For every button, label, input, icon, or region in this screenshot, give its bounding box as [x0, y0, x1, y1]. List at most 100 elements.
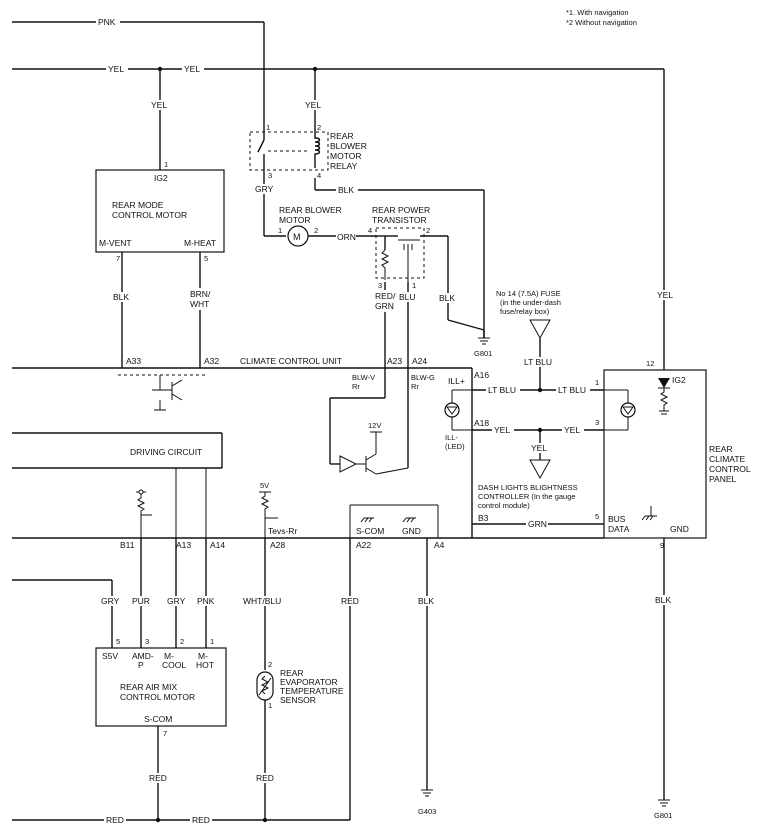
svg-text:REAR: REAR — [330, 131, 354, 141]
svg-text:LT BLU: LT BLU — [558, 385, 586, 395]
svg-text:REAR: REAR — [709, 444, 733, 454]
svg-text:A16: A16 — [474, 370, 489, 380]
wire-yel-top: YEL YEL YEL YEL YEL — [12, 64, 678, 378]
svg-text:BLK: BLK — [418, 596, 434, 606]
svg-text:5: 5 — [204, 254, 208, 263]
wire-red-airmix: RED — [148, 726, 170, 820]
svg-text:M-: M- — [164, 651, 174, 661]
wire-red-scom: RED — [340, 538, 362, 820]
wire-label-orn: ORN — [337, 232, 356, 242]
wire-yel-ill: YEL YEL YEL — [472, 425, 604, 480]
svg-text:DASH LIGHTS BLIGHTNESS: DASH LIGHTS BLIGHTNESS — [478, 483, 578, 492]
svg-text:TEMPERATURE: TEMPERATURE — [280, 686, 344, 696]
svg-text:3: 3 — [378, 281, 382, 290]
svg-text:12: 12 — [646, 359, 654, 368]
svg-text:1: 1 — [278, 226, 282, 235]
wire-pnk-top: PNK — [12, 17, 265, 118]
svg-text:RED: RED — [149, 773, 167, 783]
wire-blk-gnd: BLK G403 — [417, 538, 439, 816]
svg-text:EVAPORATOR: EVAPORATOR — [280, 677, 338, 687]
b11-pullup — [136, 489, 152, 538]
svg-text:No 14 (7.5A) FUSE: No 14 (7.5A) FUSE — [496, 289, 561, 298]
svg-text:3: 3 — [595, 418, 599, 427]
ground-g801-top: G801 — [474, 337, 492, 358]
svg-text:LT BLU: LT BLU — [524, 357, 552, 367]
svg-text:RED: RED — [106, 815, 124, 825]
rear-blower-motor: REAR BLOWER MOTOR M 1 2 ORN — [278, 205, 376, 247]
svg-text:CLIMATE CONTROL UNIT: CLIMATE CONTROL UNIT — [240, 356, 342, 366]
svg-text:TRANSISTOR: TRANSISTOR — [372, 215, 427, 225]
svg-text:A13: A13 — [176, 540, 191, 550]
ill-section: ILL+ ILL- (LED) — [444, 376, 472, 451]
svg-text:DRIVING CIRCUIT: DRIVING CIRCUIT — [130, 447, 202, 457]
svg-text:M-: M- — [198, 651, 208, 661]
svg-text:IG2: IG2 — [154, 173, 168, 183]
wire-brn-wht: BRN/ WHT — [188, 252, 214, 368]
wire-blk-transistor: BLK — [438, 236, 485, 338]
fuse-no14: No 14 (7.5A) FUSE (in the under-dash fus… — [496, 289, 561, 390]
svg-text:control module): control module) — [478, 501, 530, 510]
svg-text:REAR BLOWER: REAR BLOWER — [279, 205, 342, 215]
climate-control-unit: A33 A32 CLIMATE CONTROL UNIT A23 A24 A16… — [12, 356, 604, 539]
svg-text:PUR: PUR — [132, 596, 150, 606]
svg-text:3: 3 — [268, 171, 272, 180]
rear-power-transistor: REAR POWER TRANSISTOR 4 2 3 1 — [368, 205, 448, 290]
rear-mode-control-motor: 1 IG2 REAR MODE CONTROL MOTOR M-VENT M-H… — [95, 160, 225, 263]
dash-lights-controller: DASH LIGHTS BLIGHTNESS CONTROLLER (In th… — [478, 483, 578, 510]
svg-text:REAR MODE: REAR MODE — [112, 200, 164, 210]
svg-text:1: 1 — [268, 701, 272, 710]
unit-blower-drive: BLW-V Rr BLW-G Rr 12V — [329, 373, 435, 475]
wire-blk-panel: BLK G801 — [654, 538, 676, 820]
rear-air-mix-control-motor: 5 3 2 1 S5V AMD- P M- COOL M- HOT REAR A… — [95, 637, 227, 738]
svg-text:1: 1 — [210, 637, 214, 646]
wire-red-sensor: RED — [255, 700, 277, 820]
svg-text:CONTROLLER (In the gauge: CONTROLLER (In the gauge — [478, 492, 576, 501]
svg-text:Rr: Rr — [352, 382, 360, 391]
svg-text:S5V: S5V — [102, 651, 118, 661]
note-1: *1. With navigation — [566, 8, 629, 17]
svg-text:4: 4 — [317, 171, 321, 180]
svg-text:7: 7 — [116, 254, 120, 263]
svg-text:A28: A28 — [270, 540, 285, 550]
svg-text:GRN: GRN — [375, 301, 394, 311]
svg-text:A22: A22 — [356, 540, 371, 550]
svg-text:CLIMATE: CLIMATE — [709, 454, 746, 464]
svg-text:LT BLU: LT BLU — [488, 385, 516, 395]
svg-text:5: 5 — [595, 512, 599, 521]
rear-evaporator-temperature-sensor: 2 1 REAR EVAPORATOR TEMPERATURE SENSOR — [256, 660, 344, 710]
svg-text:BLW-G: BLW-G — [411, 373, 435, 382]
svg-text:GND: GND — [402, 526, 421, 536]
svg-text:B11: B11 — [120, 540, 135, 550]
svg-text:M-VENT: M-VENT — [99, 238, 132, 248]
svg-text:A23: A23 — [387, 356, 402, 366]
svg-text:9: 9 — [660, 541, 664, 550]
svg-text:BLU: BLU — [399, 292, 416, 302]
svg-text:BUS: BUS — [608, 514, 626, 524]
svg-text:BLOWER: BLOWER — [330, 141, 367, 151]
wire-label-yel-right: YEL — [657, 290, 673, 300]
svg-text:BLK: BLK — [439, 293, 455, 303]
svg-text:S-COM: S-COM — [356, 526, 384, 536]
svg-text:RED: RED — [341, 596, 359, 606]
wire-label-yel-a: YEL — [108, 64, 124, 74]
svg-text:SENSOR: SENSOR — [280, 695, 316, 705]
svg-text:3: 3 — [145, 637, 149, 646]
svg-text:YEL: YEL — [564, 425, 580, 435]
svg-text:Tevs-Rr: Tevs-Rr — [268, 526, 297, 536]
svg-text:CONTROL MOTOR: CONTROL MOTOR — [112, 210, 187, 220]
svg-text:2: 2 — [317, 123, 321, 132]
wire-lt-blu: LT BLU LT BLU — [472, 385, 604, 395]
svg-text:ILL-: ILL- — [445, 433, 458, 442]
svg-text:G801: G801 — [474, 349, 492, 358]
svg-text:BLK: BLK — [113, 292, 129, 302]
wire-label-yel-mode: YEL — [151, 100, 167, 110]
svg-text:RED: RED — [192, 815, 210, 825]
wire-gry-s5v: GRY — [12, 579, 122, 648]
wire-red-grn: RED/ GRN — [373, 282, 399, 398]
svg-text:A32: A32 — [204, 356, 219, 366]
svg-text:GRN: GRN — [528, 519, 547, 529]
svg-text:WHT: WHT — [190, 299, 209, 309]
svg-text:Rr: Rr — [411, 382, 419, 391]
